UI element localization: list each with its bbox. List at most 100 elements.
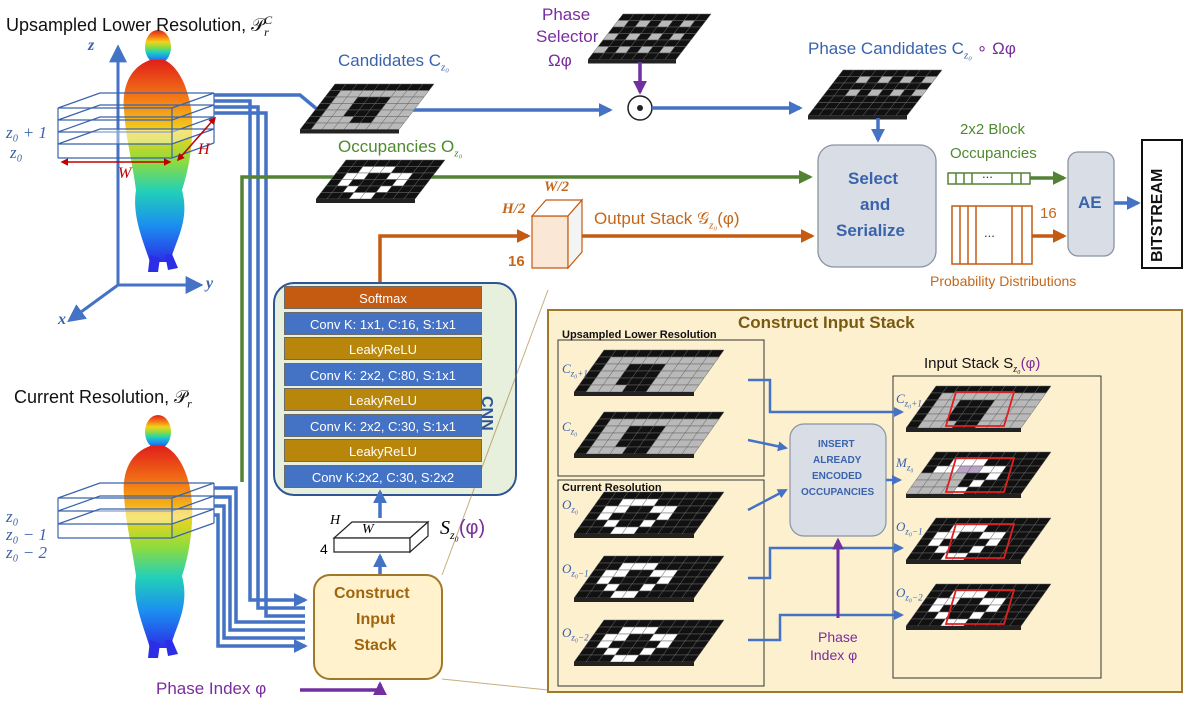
- detail-current-box: [557, 479, 765, 687]
- grid-edge: [574, 534, 694, 538]
- grid-edge: [574, 662, 694, 666]
- grid-edge: [574, 598, 694, 602]
- phase-index-arrow: [300, 681, 387, 696]
- select-label-2: and: [860, 195, 891, 214]
- detail-current-label: Current Resolution: [562, 482, 662, 494]
- select-label-3: Serialize: [836, 221, 905, 240]
- phase-selector-grid: [587, 13, 712, 64]
- lower-human-figure: [123, 415, 193, 658]
- omega-label: Ωφ: [548, 51, 572, 70]
- cnn-layer-4: LeakyReLU: [284, 388, 482, 411]
- block-occ-label-2: Occupancies: [950, 145, 1037, 162]
- output-cube: [530, 198, 584, 270]
- grid-edge: [906, 560, 1021, 564]
- prob-ellipsis: ...: [984, 225, 995, 240]
- insert-3: ENCODED: [812, 471, 863, 482]
- axis-z-label: z: [88, 37, 95, 54]
- phase-candidates-grid: [807, 69, 943, 120]
- cnn-to-output-arrow: [378, 229, 531, 290]
- d-o2: Oz₀−2: [562, 625, 589, 643]
- detail-phase-2: Index φ: [810, 647, 858, 663]
- phase-index-label: Phase Index φ: [156, 679, 267, 698]
- current-title: Current Resolution, 𝒫r: [14, 387, 192, 411]
- ae-label: AE: [1078, 193, 1102, 212]
- dim-w-label: W: [118, 165, 132, 182]
- insert-2: ALREADY: [813, 455, 862, 466]
- candidates-label: Candidates Cz₀: [338, 51, 450, 74]
- occupancies-label: Occupancies Oz₀: [338, 137, 463, 160]
- d-o1: Oz₀−1: [562, 561, 589, 579]
- axis-x-label: x: [58, 311, 66, 328]
- in-w-label: W: [362, 522, 374, 537]
- cur-z0-minus2: z₀ − 2: [6, 543, 47, 562]
- slice-z0: z₀: [10, 143, 23, 162]
- grid-edge: [574, 454, 694, 458]
- phase-window: [944, 391, 1016, 427]
- d-c0: Cz₀: [562, 419, 578, 437]
- phase-window: [944, 589, 1016, 625]
- cnn-layer-6: LeakyReLU: [284, 439, 482, 462]
- d-c-plus1: Cz₀+1: [562, 361, 588, 379]
- slice-z0-plus1: z₀ + 1: [6, 123, 47, 142]
- insert-1: INSERT: [818, 439, 855, 450]
- block-occupancy-strip: [947, 171, 1067, 185]
- hadamard-operator: [627, 95, 653, 121]
- detail-upsampled-box: [557, 339, 765, 477]
- candidates-grid: [299, 83, 435, 134]
- phase-window: [944, 457, 1016, 493]
- upper-slice-routes: [214, 93, 613, 618]
- dim-h-label: H: [198, 141, 210, 158]
- cube-h2: H/2: [502, 201, 526, 217]
- grid-edge: [300, 129, 399, 134]
- axis-y-label: y: [206, 275, 214, 292]
- detail-input-stack-label: Input Stack Sz₀(φ): [924, 355, 1041, 375]
- occupancies-grid: [315, 159, 446, 203]
- grid-edge: [316, 199, 415, 203]
- sixteen-right: 16: [1040, 205, 1057, 222]
- input-s-label: Sz₀(φ): [440, 517, 486, 542]
- probability-block: [951, 205, 1067, 265]
- phase-window: [944, 523, 1016, 559]
- grid-edge: [906, 494, 1021, 498]
- bitstream-label: BITSTREAM: [1149, 168, 1166, 262]
- in-h-label: H: [330, 513, 341, 528]
- output-stack-label: Output Stack 𝒢z₀(φ): [594, 209, 740, 232]
- grid-edge: [808, 115, 907, 120]
- construct-input-stack-box: [313, 574, 443, 680]
- axes: [67, 44, 204, 323]
- detail-input-stack-box: [892, 375, 1102, 679]
- cnn-layer-2: LeakyReLU: [284, 337, 482, 360]
- block-occ-label-1: 2x2 Block: [960, 121, 1026, 138]
- grid-edge: [574, 392, 694, 396]
- phase-candidates-label: Phase Candidates Cz₀ ∘ Ωφ: [808, 39, 1016, 62]
- cnn-layer-5: Conv K: 2x2, C:30, S:1x1: [284, 413, 482, 437]
- grid-edge: [906, 428, 1021, 432]
- r-m: Mz₀: [896, 455, 914, 473]
- r-c-plus1: Cz₀+1: [896, 391, 922, 409]
- upper-human-figure: [123, 30, 193, 272]
- d-o0: Oz₀: [562, 497, 579, 515]
- cube-16: 16: [508, 253, 525, 270]
- construct-label-3: Stack: [354, 637, 397, 654]
- cnn-layer-7: Conv K:2x2, C:30, S:2x2: [284, 464, 482, 488]
- detail-title: Construct Input Stack: [738, 313, 915, 332]
- grid-edge: [906, 626, 1021, 630]
- cnn-layer-1: Conv K: 1x1, C:16, S:1x1: [284, 311, 482, 335]
- construct-label-2: Input: [356, 611, 396, 628]
- cnn-label: CNN: [478, 396, 495, 431]
- construct-label-1: Construct: [334, 585, 410, 602]
- cube-w2: W/2: [544, 179, 570, 195]
- block-occ-ellipsis: ...: [982, 166, 993, 181]
- prob-dist-label: Probability Distributions: [930, 273, 1077, 289]
- cur-z0-minus1: z₀ − 1: [6, 525, 47, 544]
- insert-4: OCCUPANCIES: [801, 487, 875, 498]
- grid-edge: [588, 59, 676, 64]
- cur-z0: z₀: [6, 507, 19, 526]
- upsampled-title: Upsampled Lower Resolution, 𝒫Cr: [6, 13, 273, 39]
- r-o1: Oz₀−1: [896, 519, 923, 537]
- input-stack-slab: [332, 520, 430, 554]
- select-label-1: Select: [848, 169, 899, 188]
- detail-upsampled-label: Upsampled Lower Resolution: [562, 329, 717, 341]
